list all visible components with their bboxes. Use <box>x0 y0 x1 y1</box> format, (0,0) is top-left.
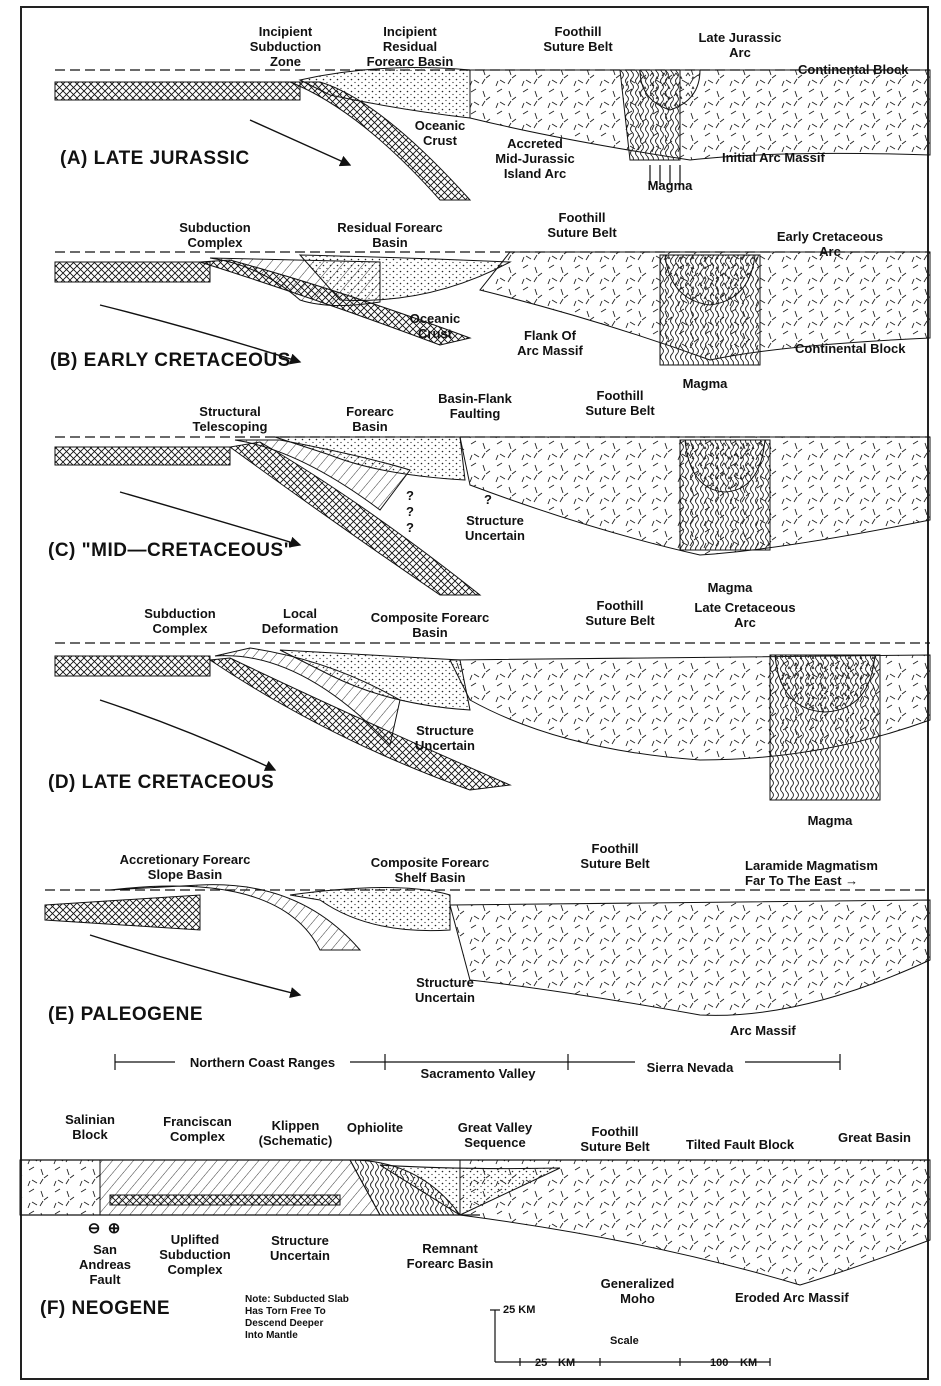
panel-a-title: (A) LATE JURASSIC <box>60 148 250 170</box>
label-initial-arc-massif: Initial Arc Massif <box>722 150 872 165</box>
label-question-4: ? <box>478 492 498 507</box>
label-san-andreas-fault: San Andreas Fault <box>70 1242 140 1287</box>
label-great-valley-sequence: Great Valley Sequence <box>435 1120 555 1150</box>
label-magma-c: Magma <box>690 580 770 595</box>
label-northern-coast-ranges: Northern Coast Ranges <box>175 1055 350 1070</box>
minus-symbol: ⊖ <box>84 1221 104 1236</box>
label-incipient-subduction-zone: Incipient Subduction Zone <box>238 24 333 69</box>
label-sierra-nevada: Sierra Nevada <box>635 1060 745 1075</box>
label-magma-b: Magma <box>665 376 745 391</box>
label-continental-block-a: Continental Block <box>798 62 928 77</box>
label-franciscan-complex: Franciscan Complex <box>150 1114 245 1144</box>
label-uplifted-subduction-complex: Uplifted Subduction Complex <box>145 1232 245 1277</box>
label-tilted-fault-block: Tilted Fault Block <box>686 1137 826 1152</box>
plate-motion-arrow <box>250 120 350 165</box>
label-foothill-suture-belt-c: Foothill Suture Belt <box>565 388 675 418</box>
scale-vertical-label: 25 KM <box>503 1304 535 1316</box>
panel-c-title: (C) "MID—CRETACEOUS" <box>48 540 293 562</box>
label-question-2: ? <box>400 504 420 519</box>
panel-b-title: (B) EARLY CRETACEOUS <box>50 350 291 372</box>
label-structure-uncertain-f: Structure Uncertain <box>255 1233 345 1263</box>
label-generalized-moho: Generalized Moho <box>590 1276 685 1306</box>
label-salinian-block: Salinian Block <box>50 1112 130 1142</box>
label-great-basin: Great Basin <box>838 1130 928 1145</box>
label-laramide-magmatism: Laramide Magmatism Far To The East → <box>745 858 920 888</box>
label-accreted-island-arc: Accreted Mid-Jurassic Island Arc <box>480 136 590 181</box>
label-magma-d: Magma <box>790 813 870 828</box>
label-magma-a: Magma <box>630 178 710 193</box>
label-flank-of-arc-massif: Flank Of Arc Massif <box>500 328 600 358</box>
label-late-cretaceous-arc: Late Cretaceous Arc <box>670 600 820 630</box>
note-subducted-slab: Note: Subducted Slab Has Torn Free To De… <box>245 1294 385 1342</box>
label-early-cretaceous-arc: Early Cretaceous Arc <box>755 229 905 259</box>
label-composite-shelf-basin: Composite Forearc Shelf Basin <box>355 855 505 885</box>
label-structure-uncertain-e: Structure Uncertain <box>400 975 490 1005</box>
label-oceanic-crust-b: Oceanic Crust <box>395 311 475 341</box>
label-foothill-suture-belt-f: Foothill Suture Belt <box>560 1124 670 1154</box>
label-structural-telescoping: Structural Telescoping <box>180 404 280 434</box>
label-question-1: ? <box>400 488 420 503</box>
plus-symbol: ⊕ <box>104 1221 124 1236</box>
label-sacramento-valley: Sacramento Valley <box>408 1066 548 1081</box>
label-eroded-arc-massif: Eroded Arc Massif <box>735 1290 885 1305</box>
label-ophiolite: Ophiolite <box>335 1120 415 1135</box>
label-accretionary-slope-basin: Accretionary Forearc Slope Basin <box>105 852 265 882</box>
label-continental-block-b: Continental Block <box>795 341 930 356</box>
label-remnant-forearc-basin: Remnant Forearc Basin <box>395 1241 505 1271</box>
label-foothill-suture-belt-d: Foothill Suture Belt <box>565 598 675 628</box>
label-residual-forearc-basin: Residual Forearc Basin <box>320 220 460 250</box>
label-subduction-complex-b: Subduction Complex <box>160 220 270 250</box>
oceanic-plate <box>55 82 300 100</box>
label-incipient-residual-forearc-basin: Incipient Residual Forearc Basin <box>350 24 470 69</box>
label-arc-massif-e: Arc Massif <box>730 1023 830 1038</box>
scale-km-2: KM <box>740 1357 757 1369</box>
panel-f-title: (F) NEOGENE <box>40 1298 170 1320</box>
scale-100: 100 <box>710 1357 728 1369</box>
label-foothill-suture-belt-a: Foothill Suture Belt <box>528 24 628 54</box>
label-oceanic-crust-a: Oceanic Crust <box>400 118 480 148</box>
forearc-basin-fill <box>300 68 470 118</box>
panel-e-title: (E) PALEOGENE <box>48 1004 203 1026</box>
label-question-3: ? <box>400 520 420 535</box>
label-klippen: Klippen (Schematic) <box>248 1118 343 1148</box>
label-local-deformation: Local Deformation <box>250 606 350 636</box>
label-composite-forearc-basin: Composite Forearc Basin <box>360 610 500 640</box>
label-late-jurassic-arc: Late Jurassic Arc <box>690 30 790 60</box>
panel-d-title: (D) LATE CRETACEOUS <box>48 772 274 794</box>
label-structure-uncertain-d: Structure Uncertain <box>400 723 490 753</box>
label-forearc-basin-c: Forearc Basin <box>330 404 410 434</box>
label-structure-uncertain-c: Structure Uncertain <box>450 513 540 543</box>
label-foothill-suture-belt-e: Foothill Suture Belt <box>560 841 670 871</box>
label-foothill-suture-belt-b: Foothill Suture Belt <box>532 210 632 240</box>
scale-km-1: KM <box>558 1357 575 1369</box>
scale-25: 25 <box>535 1357 547 1369</box>
scale-title: Scale <box>610 1335 639 1347</box>
label-subduction-complex-d: Subduction Complex <box>130 606 230 636</box>
label-basin-flank-faulting: Basin-Flank Faulting <box>420 391 530 421</box>
